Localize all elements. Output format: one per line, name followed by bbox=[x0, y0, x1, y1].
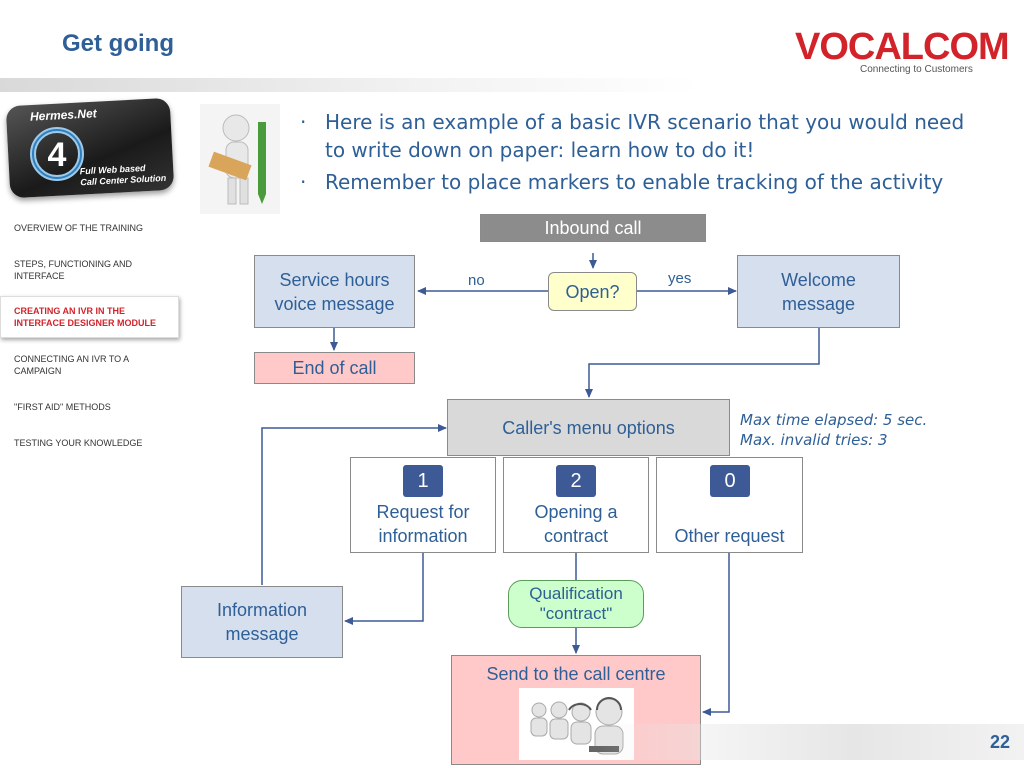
header-divider bbox=[0, 78, 700, 92]
option-key-1: 1 bbox=[403, 465, 443, 497]
vocalcom-logo: VOCALCOM bbox=[795, 26, 1010, 68]
option-key-0: 0 bbox=[710, 465, 750, 497]
option-key-2: 2 bbox=[556, 465, 596, 497]
sidebar-item-steps[interactable]: STEPS, FUNCTIONING AND INTERFACE bbox=[14, 259, 133, 281]
welcome-message-node: Welcome message bbox=[737, 255, 900, 328]
footer-bar bbox=[600, 724, 1024, 760]
service-hours-node: Service hours voice message bbox=[254, 255, 415, 328]
note-line-2: Max. invalid tries: 3 bbox=[740, 431, 888, 449]
yes-label: yes bbox=[668, 270, 692, 287]
bullet-item: ·Remember to place markers to enable tra… bbox=[300, 170, 944, 194]
sidebar-item-overview[interactable]: OVERVIEW OF THE TRAINING bbox=[14, 223, 144, 233]
sidebar-item-creating-ivr[interactable]: CREATING AN IVR IN THE INTERFACE DESIGNE… bbox=[14, 306, 157, 328]
send-label: Send to the call centre bbox=[486, 664, 666, 684]
sidebar-item-first-aid[interactable]: "FIRST AID" METHODS bbox=[14, 402, 111, 412]
badge-ring-icon: 4 bbox=[30, 127, 84, 181]
option-label: Other request bbox=[674, 526, 785, 546]
note-line-1: Max time elapsed: 5 sec. bbox=[740, 411, 928, 429]
sidebar-active-highlight bbox=[0, 296, 179, 338]
qualification-node: Qualification "contract" bbox=[508, 580, 644, 628]
menu-constraints-note: Max time elapsed: 5 sec. Max. invalid tr… bbox=[740, 410, 927, 450]
inbound-call-node: Inbound call bbox=[480, 214, 706, 242]
person-with-pencil-icon bbox=[200, 104, 280, 214]
open-decision-node: Open? bbox=[548, 272, 637, 311]
option-label: Opening a contract bbox=[534, 502, 618, 546]
badge-number: 4 bbox=[48, 136, 67, 174]
bullet-text: Here is an example of a basic IVR scenar… bbox=[325, 110, 965, 162]
bullet-item: ·Here is an example of a basic IVR scena… bbox=[300, 110, 965, 162]
information-message-node: Information message bbox=[181, 586, 343, 658]
bullet-list: ·Here is an example of a basic IVR scena… bbox=[300, 108, 980, 200]
end-of-call-node: End of call bbox=[254, 352, 415, 384]
sidebar-item-testing[interactable]: TESTING YOUR KNOWLEDGE bbox=[14, 438, 143, 448]
page-number: 22 bbox=[990, 732, 1011, 752]
option-label: Request for information bbox=[376, 502, 470, 546]
menu-options-node: Caller's menu options bbox=[447, 399, 730, 456]
sidebar-item-connecting-ivr[interactable]: CONNECTING AN IVR TO A CAMPAIGN bbox=[14, 354, 129, 376]
no-label: no bbox=[468, 272, 485, 289]
page-title: Get going bbox=[62, 30, 174, 57]
logo-tagline: Connecting to Customers bbox=[860, 64, 973, 75]
bullet-text: Remember to place markers to enable trac… bbox=[325, 170, 944, 194]
